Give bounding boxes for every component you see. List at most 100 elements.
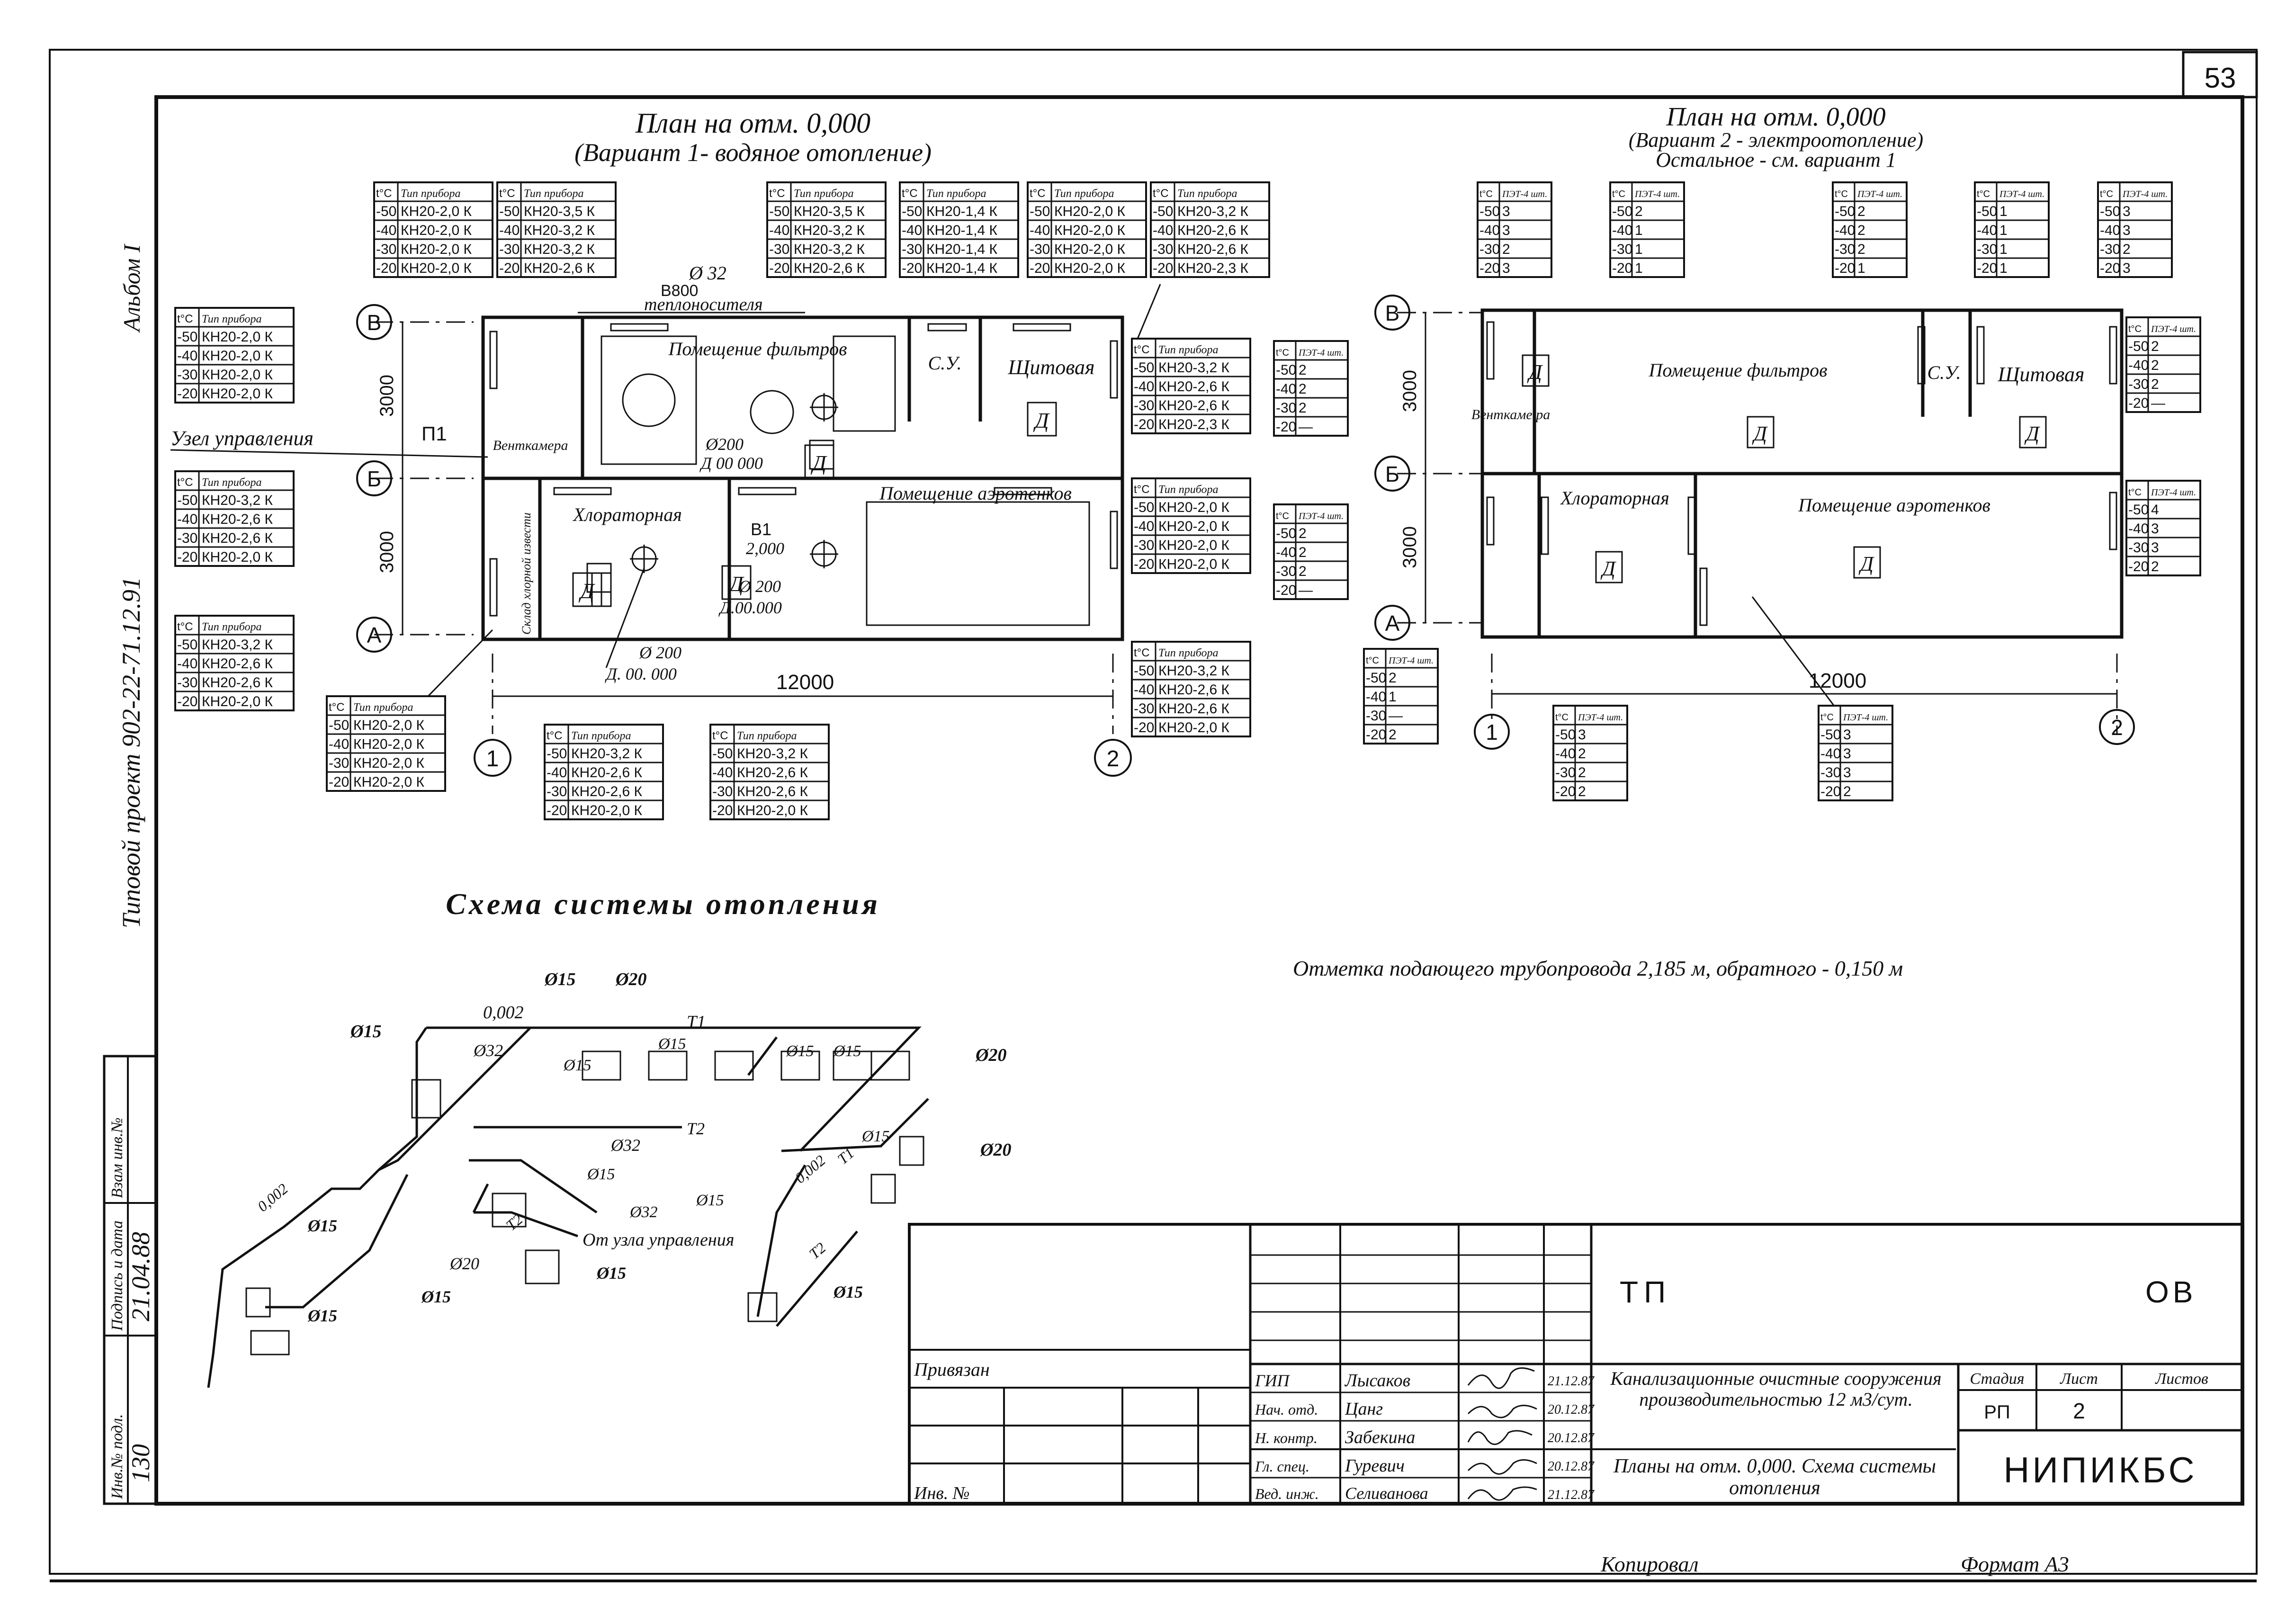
scheme-title: Схема системы отопления: [446, 887, 880, 921]
note-2000: 2,000: [746, 539, 784, 558]
p1-cell-value: КН20-3,2 К: [737, 746, 808, 762]
plan-variant-2: План на отм. 0,000 (Вариант 2 - электроо…: [1374, 102, 2135, 750]
sch-lbl-t2-a: Т2: [687, 1119, 705, 1138]
p2-cell-value: 3: [1578, 727, 1586, 743]
p2-head-type: ПЭТ-4 шт.: [2122, 189, 2168, 199]
role-1: Нач. отд.: [1255, 1401, 1318, 1418]
p2-head-temp: t°C: [1612, 189, 1625, 199]
p1-cell-temp: -40: [1030, 223, 1050, 238]
p2-cell-temp: -50: [2100, 204, 2120, 219]
p2-cell-value: 1: [1999, 223, 2008, 238]
sch-lbl-p15-m: Ø15: [307, 1216, 337, 1235]
p2-cell-value: 2: [1578, 765, 1586, 781]
p1-cell-value: КН20-2,6 К: [202, 656, 273, 672]
p1-cell-temp: -20: [177, 549, 197, 565]
p1-cell-value: КН20-2,3 К: [1158, 417, 1230, 432]
p1-cell-temp: -50: [1134, 360, 1154, 376]
date-3: 20.12.87: [1548, 1459, 1595, 1474]
p2-cell-value: 2: [1299, 564, 1307, 579]
p1-cell-value: КН20-1,4 К: [926, 260, 998, 276]
p2-cell-temp: -20: [2128, 559, 2149, 574]
sch-lbl-t1: Т1: [687, 1012, 706, 1032]
role-2: Н. контр.: [1255, 1429, 1318, 1446]
heating-scheme: Схема системы отопления Отметка подающег…: [207, 887, 1903, 1388]
p2-cell-temp: -20: [1555, 784, 1576, 799]
sch-lbl-p32-a: Ø32: [473, 1041, 503, 1060]
inv-orig-label: Инв.№ подл.: [108, 1414, 126, 1499]
p2-cell-value: 2: [2151, 358, 2159, 373]
p2-cell-temp: -20: [1977, 260, 1997, 276]
sch-lbl-p32-c: Ø32: [629, 1203, 658, 1221]
p2-cell-value: —: [1389, 708, 1403, 724]
p2-cell-temp: -30: [1612, 242, 1632, 257]
plan-variant-1: План на отм. 0,000 (Вариант 1- водяное о…: [170, 108, 1161, 777]
p1-cell-value: КН20-2,0 К: [202, 329, 273, 345]
sch-lbl-from: От узла управления: [583, 1230, 734, 1250]
p2-cell-value: 3: [2151, 540, 2159, 556]
p2-cell-temp: -30: [1555, 765, 1576, 781]
p1-cell-value: КН20-2,0 К: [202, 694, 273, 709]
room-su-2: С.У.: [1927, 362, 1961, 383]
p1-cell-value: КН20-2,0 К: [401, 260, 472, 276]
p2-cell-temp: -20: [1820, 784, 1841, 799]
p2-cell-value: 2: [1299, 362, 1307, 378]
pipe-mark-note: Отметка подающего трубопровода 2,185 м, …: [1293, 956, 1903, 980]
p1-cell-temp: -40: [769, 223, 789, 238]
name-0: Лысаков: [1345, 1371, 1410, 1391]
p2-cell-temp: -30: [1977, 242, 1997, 257]
p1-cell-temp: -50: [769, 204, 789, 219]
p2-cell-temp: -50: [1835, 204, 1855, 219]
p1-cell-value: КН20-3,2 К: [202, 493, 273, 508]
p1-cell-value: КН20-2,6 К: [1158, 682, 1230, 698]
p2-cell-value: 3: [2123, 204, 2131, 219]
sch-lbl-p20-d: Ø20: [449, 1254, 479, 1273]
plan1-subtitle: (Вариант 1- водяное отопление): [574, 138, 932, 167]
room-filters-2: Помещение фильтров: [1649, 359, 1828, 381]
note-uzel: Узел управления: [170, 427, 314, 450]
sign-date-label: Подпись и дата: [108, 1220, 126, 1331]
p2-cell-value: 3: [1502, 223, 1510, 238]
sch-lbl-p20-c: Ø20: [980, 1140, 1011, 1160]
p2-head-temp: t°C: [1276, 348, 1289, 358]
sch-lbl-slope-b: 0,002: [254, 1180, 291, 1215]
svg-text:Б: Б: [367, 467, 381, 491]
sch-lbl-p15-b: Ø15: [544, 969, 575, 989]
p2-cell-value: 2: [1389, 727, 1397, 743]
p2-cell-value: 2: [1857, 204, 1865, 219]
plan2-dim-length: 12000: [1809, 669, 1866, 692]
svg-text:В: В: [367, 310, 382, 335]
p1-cell-value: КН20-3,2 К: [1158, 663, 1230, 679]
p2-head-type: ПЭТ-4 шт.: [1502, 189, 1547, 199]
p2-cell-value: —: [1299, 419, 1313, 435]
p2-cell-temp: -40: [1479, 223, 1500, 238]
sheet-value: 2: [2073, 1399, 2085, 1423]
p2-cell-temp: -30: [1479, 242, 1500, 257]
p1-cell-value: КН20-2,3 К: [1177, 260, 1249, 276]
sch-lbl-p20-b: Ø20: [975, 1045, 1006, 1065]
p1-head-temp: t°C: [1134, 343, 1150, 356]
p1-cell-temp: -50: [1134, 500, 1154, 515]
p1-cell-value: КН20-2,6 К: [1177, 242, 1249, 257]
p2-cell-temp: -20: [2100, 260, 2120, 276]
p1-cell-temp: -40: [547, 765, 567, 781]
signatures: [1467, 1367, 1537, 1501]
heaters-plan2: [1486, 321, 2117, 626]
format-label: Формат А3: [1961, 1552, 2069, 1576]
p2-cell-value: 3: [1502, 204, 1510, 219]
svg-text:В: В: [1385, 301, 1400, 325]
svg-text:Д: Д: [578, 579, 595, 603]
p1-cell-value: КН20-3,2 К: [571, 746, 643, 762]
p1-cell-value: КН20-2,6 К: [737, 765, 808, 781]
p1-cell-value: КН20-2,0 К: [401, 204, 472, 219]
p1-cell-value: КН20-2,6 К: [1177, 223, 1249, 238]
p1-cell-temp: -30: [1134, 538, 1154, 553]
role-0: ГИП: [1255, 1371, 1290, 1390]
p2-cell-temp: -20: [1835, 260, 1855, 276]
